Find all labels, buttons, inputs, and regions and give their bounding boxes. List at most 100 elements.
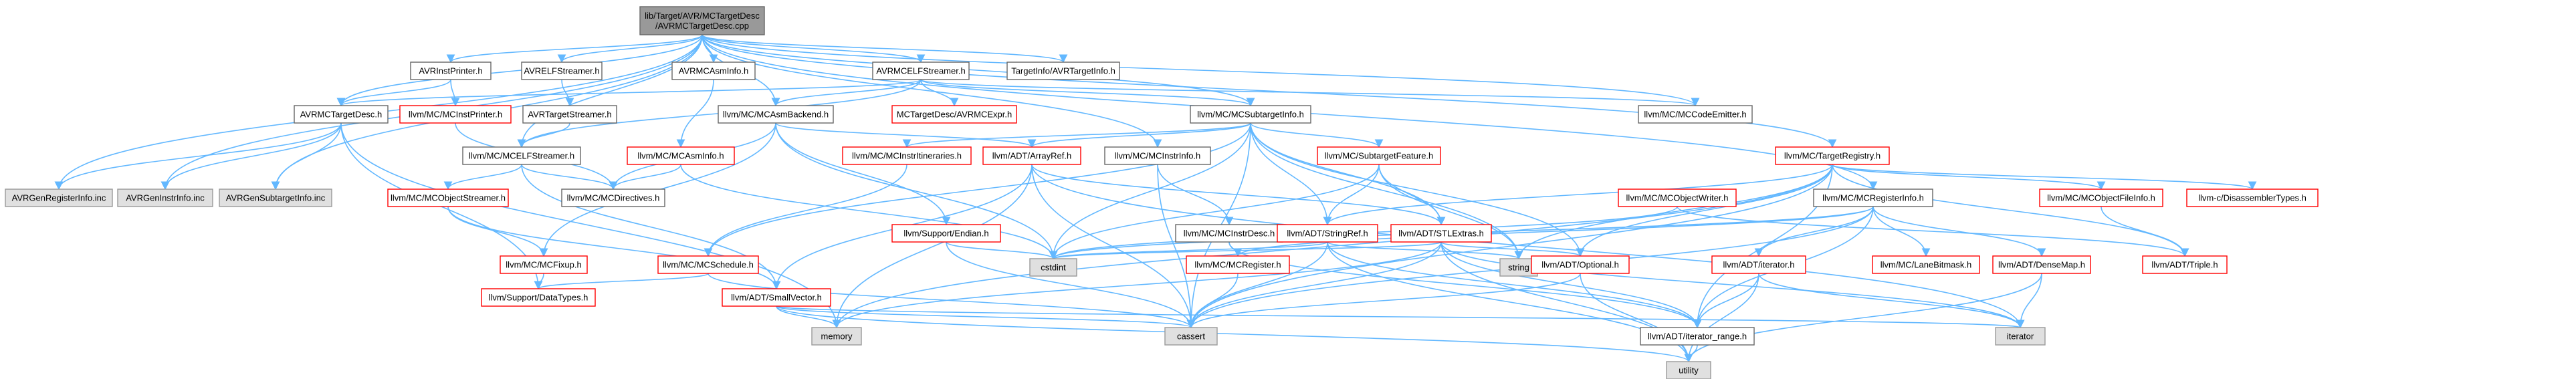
edge-TargetRegistry-to-Optional: [1576, 164, 1833, 257]
node-label-Optional: llvm/ADT/Optional.h: [1541, 260, 1619, 270]
node-box-AVRTargetInfo: [1006, 61, 1120, 80]
node-MCSubtargetInfo[interactable]: llvm/MC/MCSubtargetInfo.h: [1190, 105, 1311, 124]
node-label-STLExtras: llvm/ADT/STLExtras.h: [1398, 229, 1484, 239]
node-MCAsmInfo[interactable]: llvm/MC/MCAsmInfo.h: [627, 146, 735, 165]
node-MCObjectStreamer[interactable]: llvm/MC/MCObjectStreamer.h: [387, 188, 509, 207]
node-label-MCFixup: llvm/MC/MCFixup.h: [506, 260, 581, 270]
node-AVRGenSubtargetInfo: AVRGenSubtargetInfo.inc: [219, 188, 332, 207]
node-box-MCELFStreamer: [462, 146, 581, 165]
node-box-AVRInstPrinter: [410, 61, 492, 80]
node-MCDirectives[interactable]: llvm/MC/MCDirectives.h: [561, 188, 665, 207]
edge-SubtargetFeature-to-STLExtras: [1378, 164, 1446, 226]
node-utility: utility: [1666, 361, 1711, 379]
node-AVRMCAsmInfo[interactable]: AVRMCAsmInfo.h: [671, 61, 756, 80]
node-AVRELFStreamer[interactable]: AVRELFStreamer.h: [521, 61, 603, 80]
node-box-memory: [811, 327, 862, 346]
node-Endian[interactable]: llvm/Support/Endian.h: [891, 224, 1001, 243]
node-root[interactable]: lib/Target/AVR/MCTargetDesc/AVRMCTargetD…: [639, 6, 765, 35]
node-MCInstrItineraries[interactable]: llvm/MC/MCInstrItineraries.h: [842, 146, 972, 165]
node-DataTypes[interactable]: llvm/Support/DataTypes.h: [481, 288, 596, 307]
node-label-memory: memory: [821, 332, 853, 342]
node-label-MCInstrItineraries: llvm/MC/MCInstrItineraries.h: [852, 151, 962, 161]
node-AVRGenRegisterInfo: AVRGenRegisterInfo.inc: [5, 188, 113, 207]
node-Iterator[interactable]: llvm/ADT/iterator.h: [1711, 255, 1806, 274]
node-box-AVRELFStreamer: [521, 61, 603, 80]
edge-SmallVector-to-memory: [776, 305, 841, 329]
node-AVRTargetInfo[interactable]: TargetInfo/AVRTargetInfo.h: [1006, 61, 1120, 80]
edge-AVRELFStreamer-to-AVRTargetStreamer: [561, 79, 574, 107]
node-box-AVRGenRegisterInfo: [5, 188, 113, 207]
node-STLExtras[interactable]: llvm/ADT/STLExtras.h: [1390, 224, 1492, 243]
node-box-MCInstrItineraries: [842, 146, 972, 165]
node-AVRMCTargetDesc[interactable]: AVRMCTargetDesc.h: [294, 105, 389, 124]
edge-STLExtras-to-iterator_range: [1440, 241, 1702, 329]
node-box-Optional: [1531, 255, 1630, 274]
node-MCInstPrinter[interactable]: llvm/MC/MCInstPrinter.h: [399, 105, 512, 124]
edge-root-to-AVRELFStreamer: [557, 34, 703, 64]
node-label-StringRef: llvm/ADT/StringRef.h: [1287, 229, 1368, 239]
edge-MCRegister-to-cassert: [1186, 273, 1239, 329]
node-box-MCSubtargetInfo: [1190, 105, 1311, 124]
node-box-AVRGenInstrInfo: [117, 188, 213, 207]
node-Triple[interactable]: llvm/ADT/Triple.h: [2142, 255, 2228, 274]
node-MCObjectWriter[interactable]: llvm/MC/MCObjectWriter.h: [1618, 188, 1737, 207]
node-SmallVector[interactable]: llvm/ADT/SmallVector.h: [722, 288, 831, 307]
node-MCInstrDesc[interactable]: llvm/MC/MCInstrDesc.h: [1175, 224, 1283, 243]
node-MCCodeEmitter[interactable]: llvm/MC/MCCodeEmitter.h: [1638, 105, 1753, 124]
node-label-MCObjectStreamer: llvm/MC/MCObjectStreamer.h: [391, 193, 506, 203]
node-MCRegisterInfo[interactable]: llvm/MC/MCRegisterInfo.h: [1813, 188, 1933, 207]
edge-SmallVector-to-utility: [776, 305, 1693, 363]
edge-AVRMCELFStreamer-to-MCSubtargetInfo: [920, 79, 1255, 107]
node-DenseMap[interactable]: llvm/ADT/DenseMap.h: [1992, 255, 2091, 274]
node-label-TargetRegistry: llvm/MC/TargetRegistry.h: [1784, 151, 1881, 161]
edge-ArrayRef-to-STLExtras: [1031, 164, 1446, 226]
edge-SmallVector-to-iteratorstd: [776, 305, 2024, 329]
edge-TargetRegistry-to-DisassemblerTypes: [1832, 164, 2257, 191]
edge-StringRef-to-string: [1327, 241, 1523, 260]
node-label-string: string: [1508, 263, 1529, 273]
edge-MCELFStreamer-to-MCDirectives: [521, 164, 618, 191]
node-label-AVRMCTargetDesc: AVRMCTargetDesc.h: [300, 110, 383, 120]
node-label-MCInstrInfo: llvm/MC/MCInstrInfo.h: [1115, 151, 1201, 161]
node-label-MCSubtargetInfo: llvm/MC/MCSubtargetInfo.h: [1197, 110, 1304, 120]
node-StringRef[interactable]: llvm/ADT/StringRef.h: [1277, 224, 1378, 243]
node-label-ArrayRef: llvm/ADT/ArrayRef.h: [992, 151, 1071, 161]
node-AVRMCELFStreamer[interactable]: AVRMCELFStreamer.h: [872, 61, 970, 80]
node-AVRMCExpr[interactable]: MCTargetDesc/AVRMCExpr.h: [891, 105, 1017, 124]
node-box-AVRMCExpr: [891, 105, 1017, 124]
node-box-MCFixup: [500, 255, 588, 274]
node-Optional[interactable]: llvm/ADT/Optional.h: [1531, 255, 1630, 274]
edge-root-to-AVRInstPrinter: [446, 34, 703, 64]
edge-STLExtras-to-iteratorstd: [1440, 241, 2025, 329]
edge-iterator_range-to-utility: [1684, 344, 1698, 363]
node-iterator_range[interactable]: llvm/ADT/iterator_range.h: [1640, 327, 1755, 346]
node-AVRInstPrinter[interactable]: AVRInstPrinter.h: [410, 61, 492, 80]
edge-root-to-TargetRegistry: [702, 34, 1837, 148]
node-MCFixup[interactable]: llvm/MC/MCFixup.h: [500, 255, 588, 274]
node-MCAsmBackend[interactable]: llvm/MC/MCAsmBackend.h: [718, 105, 834, 124]
node-box-DenseMap: [1992, 255, 2091, 274]
node-ArrayRef[interactable]: llvm/ADT/ArrayRef.h: [982, 146, 1081, 165]
node-label-Iterator: llvm/ADT/iterator.h: [1723, 260, 1795, 270]
node-box-MCRegister: [1186, 255, 1290, 274]
edge-MCRegisterInfo-to-MCRegister: [1233, 206, 1874, 257]
node-box-SmallVector: [722, 288, 831, 307]
edge-DenseMap-to-utility: [1684, 273, 2042, 363]
node-MCInstrInfo[interactable]: llvm/MC/MCInstrInfo.h: [1104, 146, 1211, 165]
node-LaneBitmask[interactable]: llvm/MC/LaneBitmask.h: [1872, 255, 1980, 274]
edge-MCAsmBackend-to-Endian: [775, 122, 951, 226]
node-label-cassert: cassert: [1177, 332, 1205, 342]
node-MCSchedule[interactable]: llvm/MC/MCSchedule.h: [657, 255, 759, 274]
node-AVRTargetStreamer[interactable]: AVRTargetStreamer.h: [522, 105, 617, 124]
node-MCObjectFileInfo[interactable]: llvm/MC/MCObjectFileInfo.h: [2039, 188, 2163, 207]
node-DisassemblerTypes[interactable]: llvm-c/DisassemblerTypes.h: [2186, 188, 2319, 207]
node-MCELFStreamer[interactable]: llvm/MC/MCELFStreamer.h: [462, 146, 581, 165]
node-box-MCAsmInfo: [627, 146, 735, 165]
node-SubtargetFeature[interactable]: llvm/MC/SubtargetFeature.h: [1317, 146, 1441, 165]
node-label-DataTypes: llvm/Support/DataTypes.h: [489, 293, 588, 303]
node-box-AVRGenSubtargetInfo: [219, 188, 332, 207]
node-TargetRegistry[interactable]: llvm/MC/TargetRegistry.h: [1775, 146, 1890, 165]
node-label-MCObjectFileInfo: llvm/MC/MCObjectFileInfo.h: [2047, 193, 2155, 203]
node-MCRegister[interactable]: llvm/MC/MCRegister.h: [1186, 255, 1290, 274]
